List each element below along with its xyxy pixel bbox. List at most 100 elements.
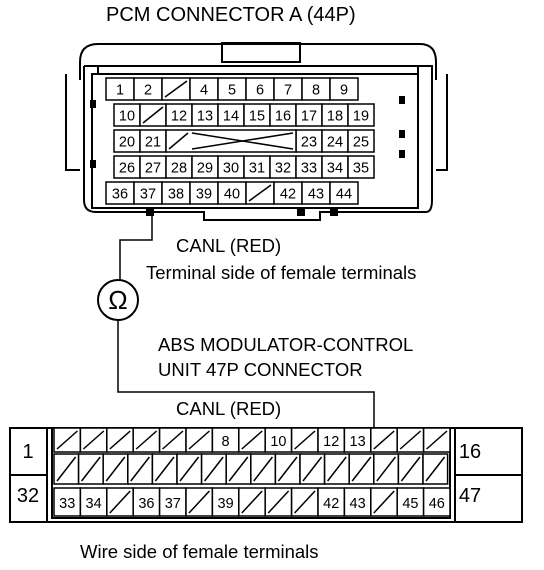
unused-terminal-slash bbox=[267, 490, 290, 514]
pcm-terminal-number: 9 bbox=[340, 83, 348, 99]
pcm-terminal-cell: 13 bbox=[191, 103, 219, 127]
pcm-terminal-number: 8 bbox=[312, 83, 320, 99]
unused-terminal-slash bbox=[142, 106, 164, 124]
probe-wire-pcm bbox=[119, 208, 153, 280]
pcm-terminal-number: 44 bbox=[336, 187, 352, 203]
pcm-terminal-cell: 25 bbox=[347, 129, 375, 153]
pcm-terminal-cell: 20 bbox=[113, 129, 141, 153]
pcm-terminal-number: 10 bbox=[119, 109, 135, 125]
abs-terminal-cell bbox=[53, 427, 82, 453]
pcm-terminal-cell: 27 bbox=[139, 155, 167, 179]
pcm-terminal-cell: 44 bbox=[329, 181, 359, 205]
ohmmeter-symbol: Ω bbox=[97, 279, 139, 321]
pcm-terminal-cell: 39 bbox=[189, 181, 219, 205]
pcm-terminal-cell: 38 bbox=[161, 181, 191, 205]
pcm-terminal-cell: 14 bbox=[217, 103, 245, 127]
abs-terminal-cell-unused bbox=[323, 453, 350, 485]
abs-terminal-number: 8 bbox=[222, 434, 230, 450]
pcm-terminal-cell: 28 bbox=[165, 155, 193, 179]
unused-terminal-slash bbox=[164, 80, 188, 98]
abs-terminal-cell bbox=[132, 427, 161, 453]
abs-terminal-cell-unused bbox=[373, 453, 400, 485]
pcm-terminal-cell: 1 bbox=[105, 77, 135, 101]
pcm-terminal-number: 37 bbox=[140, 187, 156, 203]
abs-terminal-cell bbox=[290, 427, 319, 453]
abs-terminal-cell: 10 bbox=[264, 427, 293, 453]
pcm-terminal-number: 5 bbox=[228, 83, 236, 99]
abs-terminal-cell bbox=[185, 487, 214, 517]
probe-wire-abs bbox=[117, 320, 375, 428]
pcm-terminal-number: 25 bbox=[353, 135, 369, 151]
abs-terminal-cell: 42 bbox=[317, 487, 346, 517]
pcm-terminal-cell: 12 bbox=[165, 103, 193, 127]
pcm-terminal-number: 29 bbox=[197, 161, 213, 177]
pcm-terminal-number: 33 bbox=[301, 161, 317, 177]
pcm-terminal-cell: 43 bbox=[301, 181, 331, 205]
abs-terminal-cell: 12 bbox=[317, 427, 346, 453]
pcm-terminal-number: 24 bbox=[327, 135, 343, 151]
abs-view-caption: Wire side of female terminals bbox=[80, 541, 319, 562]
pcm-terminal-cell: 36 bbox=[105, 181, 135, 205]
pcm-terminal-number: 15 bbox=[249, 109, 265, 125]
pcm-terminal-number: 6 bbox=[256, 83, 264, 99]
abs-terminal-cell bbox=[238, 427, 266, 453]
abs-terminal-number: 36 bbox=[138, 496, 154, 512]
unused-terminal-slash bbox=[294, 490, 316, 514]
abs-terminal-cell-unused bbox=[274, 453, 301, 485]
unused-terminal-slash bbox=[294, 430, 316, 450]
pcm-terminal-number: 18 bbox=[327, 109, 343, 125]
pcm-terminal-number: 12 bbox=[171, 109, 187, 125]
pcm-terminal-number: 38 bbox=[168, 187, 184, 203]
pcm-terminal-cell: 34 bbox=[321, 155, 349, 179]
abs-terminal-cell-unused bbox=[53, 453, 80, 485]
pcm-terminal-number: 34 bbox=[327, 161, 343, 177]
abs-terminal-cell bbox=[238, 487, 266, 517]
abs-terminal-cell: 13 bbox=[343, 427, 372, 453]
unused-terminal-slash bbox=[109, 430, 131, 450]
abs-connector-title-line1: ABS MODULATOR-CONTROL bbox=[158, 334, 413, 355]
pcm-terminal-cell: 26 bbox=[113, 155, 141, 179]
pcm-terminal-number: 26 bbox=[119, 161, 135, 177]
abs-terminal-cell-unused bbox=[77, 453, 104, 485]
pcm-terminal-cell: 7 bbox=[273, 77, 303, 101]
abs-terminal-cell-unused bbox=[250, 453, 277, 485]
unused-terminal-slash bbox=[373, 490, 395, 514]
abs-terminal-cell-unused bbox=[176, 453, 203, 485]
pcm-terminal-cell: 29 bbox=[191, 155, 219, 179]
pcm-terminal-number: 17 bbox=[301, 109, 317, 125]
abs-terminal-cell-unused bbox=[102, 453, 129, 485]
abs-terminal-cell bbox=[396, 427, 425, 453]
unused-terminal-slash bbox=[241, 490, 263, 514]
pcm-terminal-cell: 18 bbox=[321, 103, 349, 127]
abs-terminal-cell bbox=[106, 427, 134, 453]
unused-terminal-slash bbox=[109, 490, 131, 514]
pcm-terminal-cell: 4 bbox=[189, 77, 219, 101]
pcm-terminal-number: 1 bbox=[116, 83, 124, 99]
pcm-terminal-cell: 35 bbox=[347, 155, 375, 179]
pcm-terminal-number: 43 bbox=[308, 187, 324, 203]
abs-terminal-number: 34 bbox=[86, 496, 102, 512]
pcm-terminal-number: 20 bbox=[119, 135, 135, 151]
pcm-terminal-cell: 16 bbox=[269, 103, 297, 127]
abs-terminal-number: 45 bbox=[402, 496, 418, 512]
unused-terminal-slash bbox=[248, 184, 272, 202]
pcm-terminal-number: 36 bbox=[112, 187, 128, 203]
pcm-terminal-number: 19 bbox=[353, 109, 369, 125]
abs-terminal-cell-unused bbox=[200, 453, 227, 485]
pcm-terminal-cell: 9 bbox=[329, 77, 359, 101]
pcm-terminal-number: 42 bbox=[280, 187, 296, 203]
abs-terminal-cell-unused bbox=[151, 453, 178, 485]
abs-terminal-cell-unused bbox=[397, 453, 424, 485]
pcm-terminal-cell: 21 bbox=[139, 129, 167, 153]
abs-terminal-cell-unused bbox=[422, 453, 449, 485]
pcm-probe-label: CANL (RED) bbox=[176, 235, 281, 256]
abs-terminal-cell: 36 bbox=[132, 487, 161, 517]
abs-terminal-cell bbox=[290, 487, 319, 517]
pcm-terminal-cell: 40 bbox=[217, 181, 247, 205]
abs-terminal-number: 12 bbox=[323, 434, 339, 450]
pcm-terminal-number: 23 bbox=[301, 135, 317, 151]
unused-terminal-slash bbox=[135, 430, 158, 450]
